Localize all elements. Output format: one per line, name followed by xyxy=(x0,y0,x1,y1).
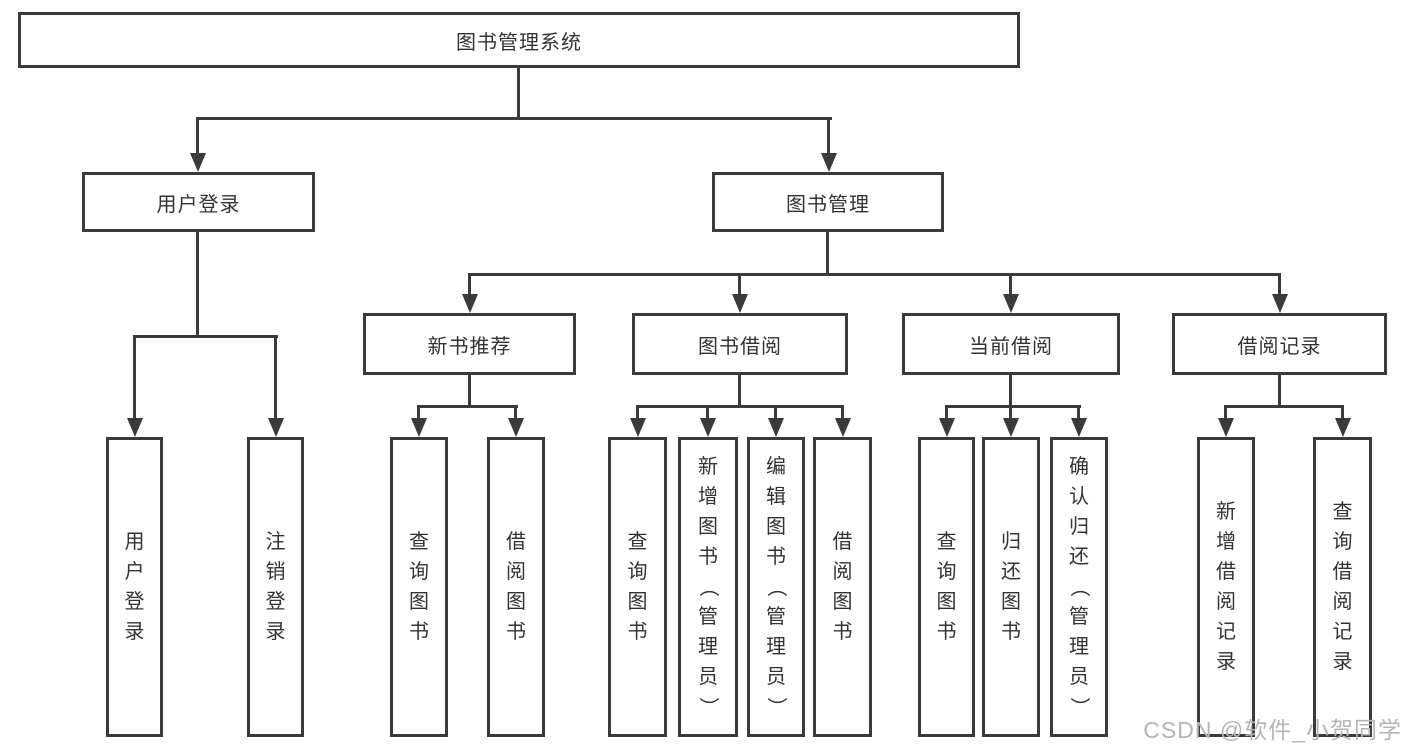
connector-level3-bus xyxy=(468,273,1281,276)
connector-drop xyxy=(1341,405,1344,423)
connector-drop xyxy=(1009,405,1012,423)
leaf-records-add-label: 新增借阅记录 xyxy=(1216,501,1236,673)
connector-drop-bookborrow xyxy=(738,273,741,298)
connector-user-login-trunk xyxy=(196,232,199,338)
leaf-borrow-query: 查询图书 xyxy=(608,437,667,737)
node-root-label: 图书管理系统 xyxy=(456,31,582,54)
connector-drop xyxy=(774,405,777,423)
leaf-borrow-add-label: 新增图书（管理员） xyxy=(697,456,719,717)
connector-records-bus xyxy=(1224,405,1344,408)
connector-newbook-bus xyxy=(417,405,518,408)
arrowhead-icon xyxy=(732,294,748,313)
leaf-logout: 注销登录 xyxy=(247,437,304,737)
arrowhead-icon xyxy=(1003,294,1019,313)
connector-drop xyxy=(1077,405,1080,423)
leaf-borrow-query-label: 查询图书 xyxy=(627,531,648,643)
arrowhead-icon xyxy=(630,418,646,437)
arrowhead-icon xyxy=(835,418,851,437)
leaf-borrow-borrow: 借阅图书 xyxy=(813,437,872,737)
connector-currentborrow-bus xyxy=(945,405,1081,408)
leaf-newbook-borrow-label: 借阅图书 xyxy=(506,531,526,643)
connector-drop-leaf-user-login xyxy=(133,335,136,422)
connector-drop-user-login xyxy=(196,117,199,157)
connector-drop xyxy=(706,405,709,423)
node-new-book-recommend-label: 新书推荐 xyxy=(427,335,512,358)
node-book-management: 图书管理 xyxy=(712,172,944,232)
leaf-records-add: 新增借阅记录 xyxy=(1197,437,1255,737)
arrowhead-icon xyxy=(1071,418,1087,437)
arrowhead-icon xyxy=(268,418,284,437)
connector-bookborrow-trunk xyxy=(738,375,741,408)
leaf-current-query-label: 查询图书 xyxy=(936,531,957,643)
leaf-records-query: 查询借阅记录 xyxy=(1313,437,1372,737)
leaf-borrow-add: 新增图书（管理员） xyxy=(678,437,738,737)
leaf-borrow-borrow-label: 借阅图书 xyxy=(832,531,853,643)
connector-drop-records xyxy=(1278,273,1281,298)
leaf-user-login-label: 用户登录 xyxy=(124,531,145,643)
arrowhead-icon xyxy=(127,418,143,437)
arrowhead-icon xyxy=(1272,294,1288,313)
leaf-current-confirm-label: 确认归还（管理员） xyxy=(1068,456,1090,717)
leaf-newbook-borrow: 借阅图书 xyxy=(487,437,545,737)
leaf-logout-label: 注销登录 xyxy=(265,531,286,643)
connector-drop xyxy=(417,405,420,423)
arrowhead-icon xyxy=(939,418,955,437)
node-book-borrow-label: 图书借阅 xyxy=(698,335,782,358)
leaf-newbook-query-label: 查询图书 xyxy=(409,531,429,643)
leaf-newbook-query: 查询图书 xyxy=(390,437,448,737)
connector-book-mgmt-trunk xyxy=(826,232,829,276)
arrowhead-icon xyxy=(1218,418,1234,437)
connector-root-trunk xyxy=(517,68,520,120)
arrowhead-icon xyxy=(1003,418,1019,437)
arrowhead-icon xyxy=(700,418,716,437)
node-new-book-recommend: 新书推荐 xyxy=(363,313,576,375)
node-root: 图书管理系统 xyxy=(18,12,1020,68)
leaf-current-return-label: 归还图书 xyxy=(1001,531,1021,643)
leaf-user-login: 用户登录 xyxy=(106,437,163,737)
connector-newbook-trunk xyxy=(468,375,471,408)
connector-user-login-bus xyxy=(133,335,278,338)
arrowhead-icon xyxy=(462,294,478,313)
node-borrow-records-label: 借阅记录 xyxy=(1237,335,1322,358)
arrowhead-icon xyxy=(411,418,427,437)
watermark: CSDN @软件_小贺同学 xyxy=(1143,717,1402,743)
connector-drop-leaf-logout xyxy=(274,335,277,422)
connector-drop xyxy=(514,405,517,423)
connector-drop xyxy=(841,405,844,423)
leaf-current-confirm: 确认归还（管理员） xyxy=(1050,437,1108,737)
leaf-borrow-edit-label: 编辑图书（管理员） xyxy=(765,456,787,717)
leaf-current-query: 查询图书 xyxy=(918,437,975,737)
node-current-borrow: 当前借阅 xyxy=(902,313,1120,375)
arrowhead-icon xyxy=(1335,418,1351,437)
node-book-borrow: 图书借阅 xyxy=(632,313,848,375)
connector-currentborrow-trunk xyxy=(1009,375,1012,408)
arrowhead-icon xyxy=(821,153,837,172)
node-current-borrow-label: 当前借阅 xyxy=(969,335,1053,358)
arrowhead-icon xyxy=(768,418,784,437)
connector-drop-book-mgmt xyxy=(827,117,830,157)
node-book-management-label: 图书管理 xyxy=(786,193,870,216)
connector-drop-currentborrow xyxy=(1009,273,1012,298)
leaf-borrow-edit: 编辑图书（管理员） xyxy=(747,437,805,737)
connector-level2-bus xyxy=(196,117,832,120)
leaf-records-query-label: 查询借阅记录 xyxy=(1332,501,1353,673)
node-borrow-records: 借阅记录 xyxy=(1172,313,1387,375)
leaf-current-return: 归还图书 xyxy=(982,437,1040,737)
arrowhead-icon xyxy=(508,418,524,437)
connector-drop-newbook xyxy=(468,273,471,298)
node-user-login-label: 用户登录 xyxy=(156,193,241,216)
node-user-login: 用户登录 xyxy=(82,172,315,232)
connector-bookborrow-bus xyxy=(636,405,844,408)
connector-drop xyxy=(1224,405,1227,423)
connector-drop xyxy=(945,405,948,423)
connector-drop xyxy=(636,405,639,423)
connector-records-trunk xyxy=(1278,375,1281,408)
arrowhead-icon xyxy=(190,153,206,172)
